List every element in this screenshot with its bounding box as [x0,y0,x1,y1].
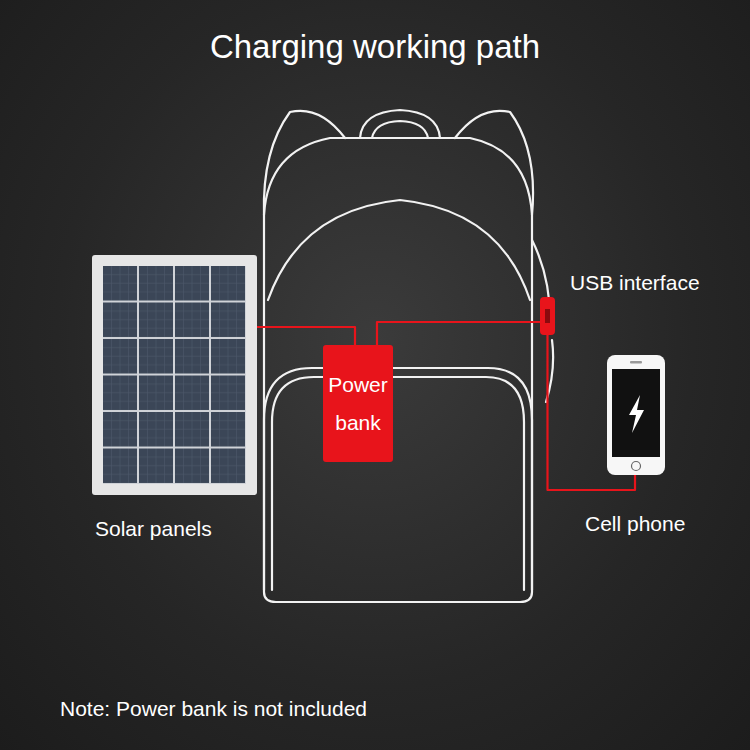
cell-phone-label: Cell phone [585,512,685,536]
charging-wire [377,322,540,345]
phone-art [607,355,665,475]
usb-interface: USB interface [540,297,555,335]
front-pocket [264,368,532,590]
title: Charging working path [0,28,750,66]
charging-wire [257,327,355,345]
solar-panel-art [92,255,257,495]
backpack-handle [360,110,440,138]
backpack-body [264,138,532,602]
right-strap [455,111,533,215]
cell-phone: Cell phone [607,355,665,475]
solar-panel: Solar panels [92,255,257,495]
usb-interface-label: USB interface [570,271,700,295]
backpack-handle-inner [372,121,428,138]
solar-panel-label: Solar panels [95,517,212,541]
power-bank: Power bank [323,345,393,462]
usb-port [540,297,555,335]
left-strap [264,111,345,215]
power-bank-body [323,345,393,462]
power-bank-label: Power bank [323,345,393,462]
note: Note: Power bank is not included [60,697,367,721]
pocket-seam [272,377,524,590]
flap-line [268,200,530,300]
